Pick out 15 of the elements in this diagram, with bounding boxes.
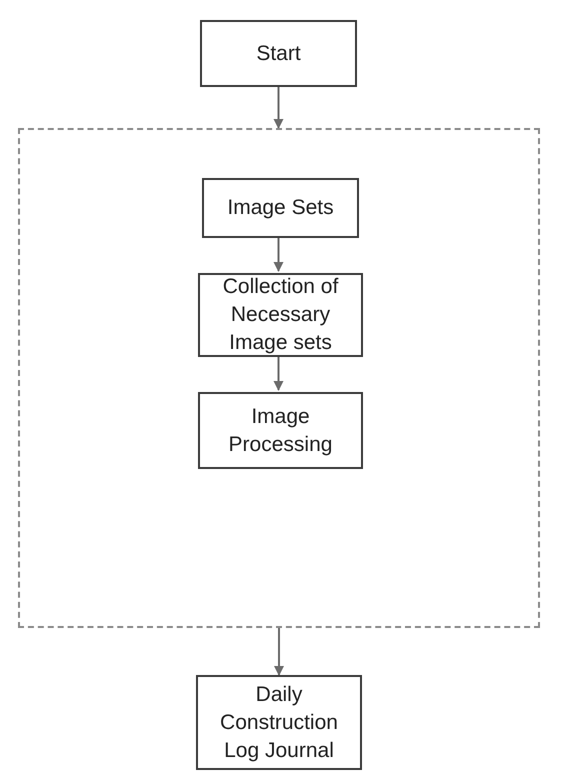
box-label: Image Sets (227, 195, 334, 221)
process-box (196, 675, 362, 770)
process-box (198, 392, 363, 469)
process-box (200, 20, 357, 87)
box-label: Daily Construction Log Journal (219, 682, 339, 764)
arrow (274, 628, 284, 676)
box-label: Start (256, 40, 301, 66)
box-label: Collection of Necessary Image sets (222, 274, 340, 356)
process-box (202, 178, 359, 238)
group-frame (18, 128, 540, 628)
arrow (274, 236, 284, 272)
arrow (274, 355, 284, 391)
process-box (198, 273, 363, 357)
box-label: Image Processing (228, 404, 334, 458)
arrow (274, 87, 284, 129)
